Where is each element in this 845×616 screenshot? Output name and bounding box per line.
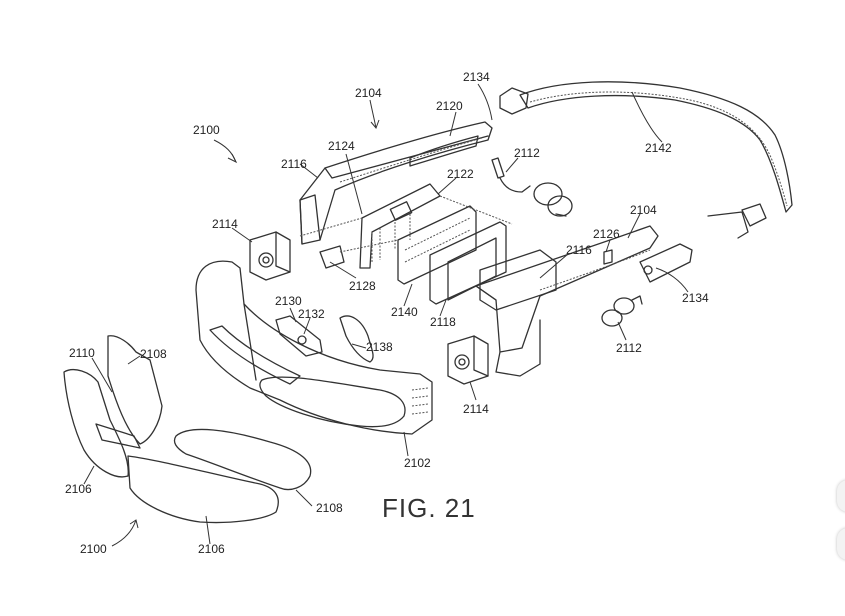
ref-label: 2116 <box>281 157 307 171</box>
right-temple-arm <box>475 225 693 377</box>
figure-caption: FIG. 21 <box>382 493 476 523</box>
ref-label: 2106 <box>65 482 92 496</box>
ref-label: 2108 <box>140 347 167 361</box>
leader-lines <box>83 83 689 547</box>
ref-label: 2100 <box>80 542 107 556</box>
ref-label: 2114 <box>463 402 489 416</box>
ref-label: 2106 <box>198 542 225 556</box>
scroll-edge-button[interactable] <box>837 480 845 512</box>
ref-label: 2116 <box>566 243 592 257</box>
ref-label: 2134 <box>463 70 490 84</box>
scroll-edge-button[interactable] <box>837 528 845 560</box>
ref-label: 2114 <box>212 217 238 231</box>
ref-label: 2112 <box>514 146 540 160</box>
ref-label: 2120 <box>436 99 463 113</box>
ref-label: 2108 <box>316 501 343 515</box>
ref-label: 2100 <box>193 123 220 137</box>
main-frame <box>195 260 433 435</box>
ref-label: 2110 <box>69 346 95 360</box>
ref-label: 2122 <box>447 167 474 181</box>
ref-label: 2104 <box>630 203 657 217</box>
ref-label: 2102 <box>404 456 431 470</box>
head-strap <box>499 81 793 239</box>
ref-label: 2134 <box>682 291 709 305</box>
left-temple-arm <box>299 121 493 245</box>
ref-label: 2124 <box>328 139 355 153</box>
camera-module-left <box>249 231 291 281</box>
ref-label: 2140 <box>391 305 418 319</box>
ref-label: 2126 <box>593 227 620 241</box>
ref-label: 2104 <box>355 86 382 100</box>
camera-module-right <box>447 335 489 385</box>
shade-lenses <box>63 335 312 524</box>
electronics-boards <box>299 183 513 305</box>
ref-label: 2138 <box>366 340 393 354</box>
ref-label: 2142 <box>645 141 672 155</box>
ref-label: 2128 <box>349 279 376 293</box>
ref-label: 2130 <box>275 294 302 308</box>
nose-pad-components <box>275 315 374 363</box>
earbud-lower <box>601 295 643 327</box>
reference-numerals: 2100 2104 2134 2120 2142 2116 2124 2112 … <box>65 70 709 556</box>
ref-label: 2112 <box>616 341 642 355</box>
earbud-upper <box>491 157 573 217</box>
ref-label: 2118 <box>430 315 456 329</box>
ref-label: 2132 <box>298 307 325 321</box>
